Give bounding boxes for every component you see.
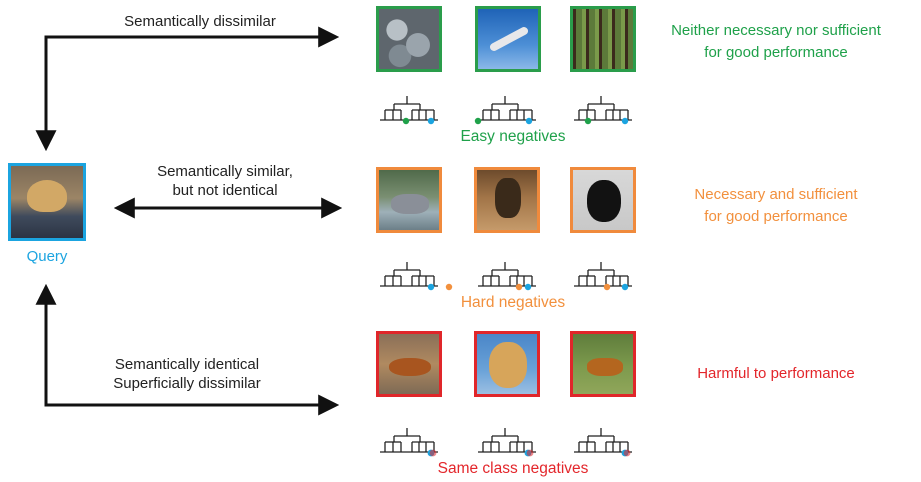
query-image (8, 163, 86, 241)
retriever-face-photo-icon (489, 342, 527, 388)
easy-tree-1 (379, 95, 439, 125)
easy-tree-2 (474, 95, 537, 125)
same-image-2 (474, 331, 540, 397)
hard-image-2 (474, 167, 540, 233)
easy-note-line1: Neither necessary nor sufficient (671, 22, 881, 39)
easy-negatives-label: Easy negatives (460, 128, 566, 145)
easy-image-2 (475, 6, 541, 72)
hard-tree-2 (477, 261, 537, 291)
retriever-field-photo-icon (587, 358, 623, 376)
identical-label-line1: Semantically identical (114, 356, 260, 373)
hard-image-3 (570, 167, 636, 233)
easy-note-line2: for good performance (704, 44, 848, 61)
easy-image-3 (570, 6, 636, 72)
hard-note-line2: for good performance (704, 208, 848, 225)
hard-tree-3 (573, 261, 633, 291)
query-label: Query (26, 248, 68, 265)
same-image-1 (376, 331, 442, 397)
retriever-lying-photo-icon (389, 358, 431, 376)
same-tree-3 (573, 427, 633, 457)
shepherd-dog-photo-icon (495, 178, 521, 218)
easy-tree-3 (573, 95, 633, 125)
puppy-photo-icon (27, 180, 67, 212)
bernese-dog-photo-icon (587, 180, 621, 222)
dissimilar-label: Semantically dissimilar (124, 13, 276, 30)
same-image-3 (570, 331, 636, 397)
same-note-line1: Harmful to performance (697, 365, 855, 382)
similar-label-line1: Semantically similar, (157, 163, 293, 180)
hard-image-1 (376, 167, 442, 233)
easy-image-1 (376, 6, 442, 72)
same-class-negatives-label: Same class negatives (437, 460, 589, 477)
identical-label-line2: Superficially dissimilar (113, 375, 261, 392)
dissimilar-arrow (35, 26, 340, 152)
identical-arrow (35, 283, 340, 416)
similar-label-line2: but not identical (172, 182, 278, 199)
hard-negatives-label: Hard negatives (460, 294, 566, 311)
dog-in-water-photo-icon (391, 194, 429, 214)
same-tree-1 (379, 427, 439, 457)
hard-note-line1: Necessary and sufficient (694, 186, 858, 203)
hard-tree-1 (379, 261, 453, 291)
same-tree-2 (477, 427, 537, 457)
